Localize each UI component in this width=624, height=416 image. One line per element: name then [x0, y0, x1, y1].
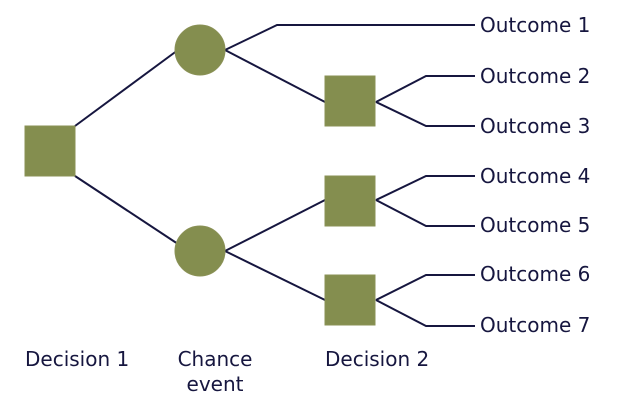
legend-decision-1: Decision 1	[25, 347, 130, 371]
decision-node-c	[324, 274, 376, 326]
legend-chance-line-1: Chance	[177, 347, 253, 371]
legend-decision-2: Decision 2	[325, 347, 430, 371]
outcome-label-7: Outcome 7	[480, 313, 591, 337]
edge-decision-b-to-outcome-4	[375, 175, 475, 201]
outcome-label-1: Outcome 1	[480, 13, 591, 37]
edge-chance-top-to-decision-a	[224, 49, 326, 103]
decision-node-root	[24, 125, 76, 177]
decision-node-b	[324, 175, 376, 227]
outcome-label-3: Outcome 3	[480, 114, 591, 138]
edge-decision-a-to-outcome-2	[375, 75, 475, 103]
outcome-label-2: Outcome 2	[480, 64, 591, 88]
edge-root-to-chance-bottom	[74, 175, 179, 245]
edge-chance-bottom-to-decision-b	[224, 199, 326, 252]
edge-chance-top-to-outcome-1	[224, 24, 475, 51]
edge-decision-b-to-outcome-5	[375, 199, 475, 227]
edge-chance-bottom-to-decision-c	[224, 250, 326, 301]
outcome-label-4: Outcome 4	[480, 164, 591, 188]
outcome-label-6: Outcome 6	[480, 262, 591, 286]
chance-node-top	[174, 24, 226, 76]
edge-root-to-chance-top	[74, 49, 179, 127]
tree-edges	[74, 24, 475, 327]
chance-node-bottom	[174, 225, 226, 277]
outcome-label-5: Outcome 5	[480, 213, 591, 237]
decision-node-a	[324, 75, 376, 127]
edge-decision-c-to-outcome-7	[375, 299, 475, 327]
edge-decision-a-to-outcome-3	[375, 101, 475, 127]
legend-chance-line-2: event	[186, 372, 244, 396]
tree-nodes	[24, 24, 376, 326]
legend-chance-event: Chance event	[160, 347, 270, 397]
edge-decision-c-to-outcome-6	[375, 274, 475, 301]
